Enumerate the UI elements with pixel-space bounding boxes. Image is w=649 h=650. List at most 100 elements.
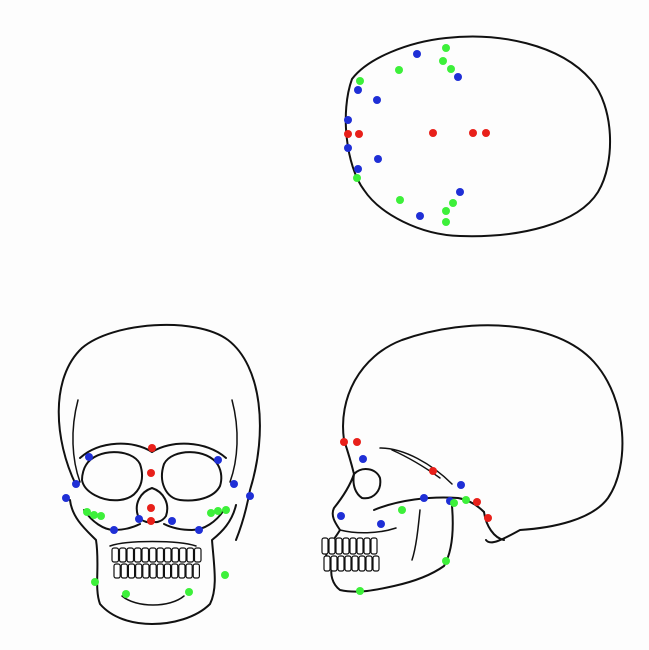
- front-teeth-tooth-lower-9: [179, 564, 185, 578]
- front-teeth-tooth-lower-5: [150, 564, 156, 578]
- front-landmark-blue-16: [135, 515, 143, 523]
- top-landmark-blue-9: [344, 116, 352, 124]
- front-teeth-tooth-lower-4: [143, 564, 149, 578]
- front-teeth-tooth-lower-11: [193, 564, 199, 578]
- top-landmark-blue-20: [416, 212, 424, 220]
- front-teeth-tooth-upper-1: [120, 548, 127, 562]
- top-landmark-blue-12: [344, 144, 352, 152]
- side-teeth-tooth-lower-3: [345, 556, 351, 571]
- side-teeth-tooth-lower-2: [338, 556, 344, 571]
- top-view-outline: [346, 37, 610, 237]
- front-teeth-tooth-lower-10: [186, 564, 192, 578]
- landmarks-top-view: [344, 44, 490, 226]
- front-teeth-tooth-upper-11: [195, 548, 202, 562]
- side-landmark-blue-7: [420, 494, 428, 502]
- front-landmark-red-3: [147, 469, 155, 477]
- side-landmark-blue-4: [457, 481, 465, 489]
- side-landmark-green-12: [398, 506, 406, 514]
- front-temporal-right: [230, 400, 237, 482]
- top-landmark-blue-17: [354, 165, 362, 173]
- front-landmark-green-10: [97, 512, 105, 520]
- front-teeth-tooth-upper-4: [142, 548, 149, 562]
- top-landmark-green-24: [442, 218, 450, 226]
- side-teeth-tooth-upper-4: [350, 538, 356, 554]
- top-landmark-green-22: [449, 199, 457, 207]
- top-landmark-green-5: [395, 66, 403, 74]
- side-landmark-green-14: [442, 557, 450, 565]
- side-landmark-green-9: [450, 499, 458, 507]
- front-cranium-outline: [59, 325, 260, 540]
- side-teeth-tooth-upper-0: [322, 538, 328, 554]
- side-landmark-red-0: [340, 438, 348, 446]
- front-teeth-tooth-upper-0: [112, 548, 119, 562]
- front-landmark-green-21: [221, 571, 229, 579]
- side-landmark-blue-11: [337, 512, 345, 520]
- front-landmark-green-20: [91, 578, 99, 586]
- top-landmark-green-6: [356, 77, 364, 85]
- side-landmark-blue-2: [359, 455, 367, 463]
- side-teeth-tooth-upper-2: [336, 538, 342, 554]
- side-teeth-tooth-upper-1: [329, 538, 335, 554]
- side-landmark-red-6: [473, 498, 481, 506]
- side-teeth-tooth-upper-6: [364, 538, 370, 554]
- front-landmark-blue-7: [246, 492, 254, 500]
- side-teeth-tooth-upper-3: [343, 538, 349, 554]
- front-teeth-tooth-upper-3: [135, 548, 142, 562]
- front-landmark-green-9: [90, 511, 98, 519]
- side-landmark-blue-13: [377, 520, 385, 528]
- side-ramus: [412, 510, 420, 560]
- front-landmark-green-22: [122, 590, 130, 598]
- top-landmark-blue-0: [413, 50, 421, 58]
- side-landmark-red-1: [353, 438, 361, 446]
- skull-front-view: [59, 325, 260, 624]
- side-teeth-tooth-upper-7: [371, 538, 377, 554]
- front-landmark-green-8: [83, 508, 91, 516]
- front-teeth-tooth-upper-8: [172, 548, 179, 562]
- front-teeth-tooth-lower-7: [164, 564, 170, 578]
- side-teeth-tooth-lower-0: [324, 556, 330, 571]
- front-teeth: [112, 548, 201, 578]
- front-landmark-blue-4: [72, 480, 80, 488]
- front-landmark-green-12: [214, 507, 222, 515]
- side-teeth-tooth-lower-6: [366, 556, 372, 571]
- side-teeth-tooth-lower-7: [373, 556, 379, 571]
- front-teeth-tooth-upper-7: [165, 548, 172, 562]
- front-chin: [122, 596, 184, 605]
- side-orbit: [353, 469, 380, 498]
- top-landmark-green-21: [442, 207, 450, 215]
- side-temporal-line: [380, 448, 452, 484]
- top-landmark-blue-23: [456, 188, 464, 196]
- front-teeth-tooth-upper-10: [187, 548, 194, 562]
- skull-top-view: [346, 37, 610, 237]
- side-landmark-green-5: [462, 496, 470, 504]
- top-landmark-blue-8: [373, 96, 381, 104]
- front-landmark-blue-1: [85, 453, 93, 461]
- side-teeth-tooth-upper-5: [357, 538, 363, 554]
- front-teeth-tooth-upper-9: [180, 548, 187, 562]
- front-temporal-left: [73, 400, 80, 482]
- top-landmark-red-11: [355, 130, 363, 138]
- top-landmark-blue-7: [354, 86, 362, 94]
- front-maxilla: [110, 542, 196, 547]
- top-landmark-red-10: [344, 130, 352, 138]
- front-teeth-tooth-lower-3: [136, 564, 142, 578]
- top-landmark-red-13: [429, 129, 437, 137]
- top-landmark-blue-4: [454, 73, 462, 81]
- front-orbit-right: [162, 452, 221, 500]
- side-teeth-tooth-lower-5: [359, 556, 365, 571]
- front-landmark-green-23: [185, 588, 193, 596]
- side-landmark-green-15: [356, 587, 364, 595]
- front-landmark-green-13: [222, 506, 230, 514]
- front-teeth-tooth-upper-6: [157, 548, 164, 562]
- top-landmark-red-14: [469, 129, 477, 137]
- front-teeth-tooth-upper-2: [127, 548, 134, 562]
- front-landmark-green-11: [207, 509, 215, 517]
- front-landmark-blue-6: [62, 494, 70, 502]
- side-landmark-red-10: [484, 514, 492, 522]
- front-teeth-tooth-upper-5: [150, 548, 157, 562]
- side-maxilla: [340, 528, 396, 533]
- front-landmark-blue-19: [195, 526, 203, 534]
- front-teeth-tooth-lower-8: [172, 564, 178, 578]
- top-landmark-green-19: [396, 196, 404, 204]
